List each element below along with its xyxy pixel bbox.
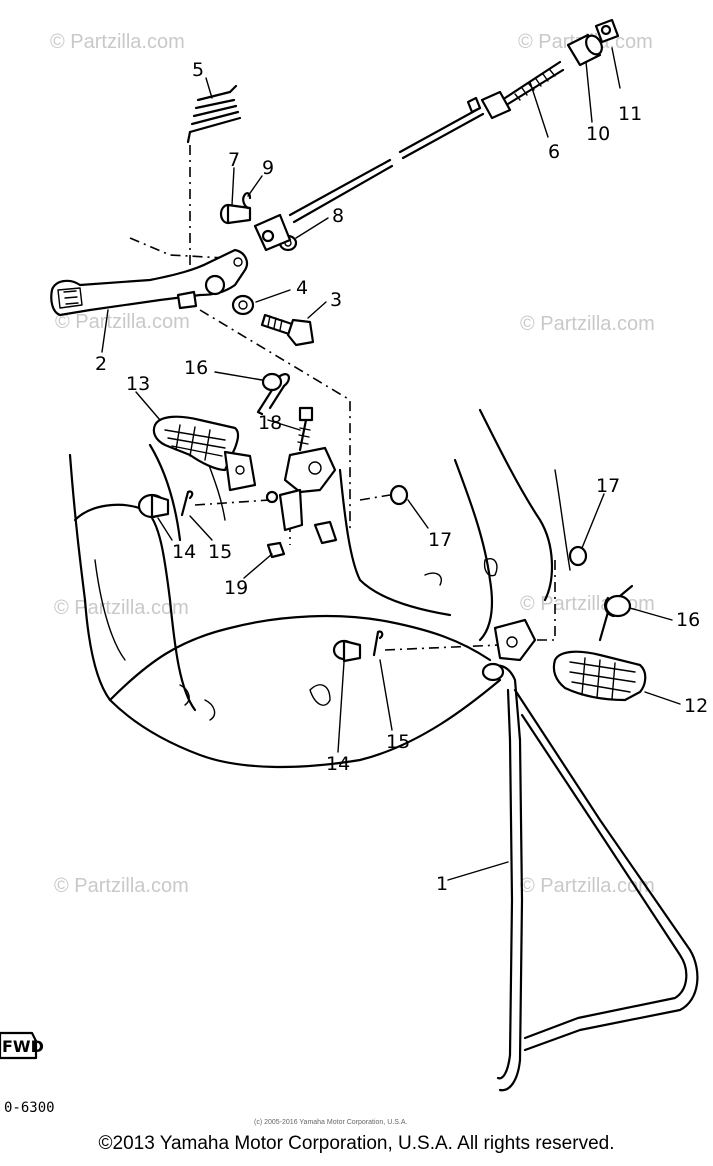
spring-part-16-left[interactable] [256, 372, 290, 416]
footer-copyright: ©2013 Yamaha Motor Corporation, U.S.A. A… [98, 1133, 615, 1154]
callout-19: 19 [224, 577, 248, 599]
small-copyright: (c) 2005-2016 Yamaha Motor Corporation, … [254, 1119, 407, 1126]
cotter-pin-part-15-lower[interactable] [372, 630, 384, 657]
callout-7: 7 [228, 149, 240, 171]
watermark: © Partzilla.com [55, 311, 190, 333]
watermark-group: © Partzilla.com © Partzilla.com © Partzi… [50, 31, 655, 897]
callout-4: 4 [296, 277, 308, 299]
footrest-bracket[interactable] [278, 446, 337, 532]
cotter-pin-part-9[interactable] [242, 192, 252, 210]
watermark: © Partzilla.com [520, 875, 655, 897]
brake-rod-part-6[interactable] [288, 60, 565, 224]
bolt-part-18[interactable] [297, 406, 314, 452]
callout-16-right: 16 [676, 609, 700, 631]
watermark: © Partzilla.com [520, 593, 655, 615]
watermark: © Partzilla.com [54, 597, 189, 619]
adjust-nut-part-10[interactable] [566, 33, 605, 67]
frame-collar[interactable] [313, 520, 338, 545]
callout-17-upper: 17 [428, 529, 452, 551]
callout-9: 9 [262, 157, 274, 179]
clevis[interactable] [253, 213, 292, 252]
return-spring-part-5[interactable] [186, 84, 242, 144]
right-footrest-bracket[interactable] [493, 618, 537, 662]
callout-17-lower: 17 [596, 475, 620, 497]
callout-1: 1 [436, 873, 448, 895]
spring-part-16-right[interactable] [598, 584, 634, 642]
callout-labels: 5 6 7 9 8 10 11 4 3 2 16 13 18 14 15 17 … [95, 59, 708, 895]
callout-14-upper: 14 [172, 541, 196, 563]
collar-part-17-lower[interactable] [568, 545, 588, 567]
callout-2: 2 [95, 353, 107, 375]
callout-3: 3 [330, 289, 342, 311]
joint-part-11[interactable] [594, 18, 620, 44]
pin-part-7[interactable] [219, 203, 252, 225]
watermark: © Partzilla.com [50, 31, 185, 53]
stand-part-1[interactable] [481, 662, 699, 1092]
forward-arrow-icon: FWD [0, 1031, 44, 1060]
callout-14-lower: 14 [326, 753, 350, 775]
diagram-code: 0-6300 [4, 1100, 55, 1116]
callout-10: 10 [586, 123, 610, 145]
callout-12: 12 [684, 695, 708, 717]
callout-18: 18 [258, 412, 282, 434]
collar-part-17-upper[interactable] [389, 484, 409, 506]
pin-part-14-upper[interactable] [137, 493, 170, 519]
brake-pedal-part-2[interactable] [50, 248, 249, 317]
callout-8: 8 [332, 205, 344, 227]
frame-outline [68, 408, 571, 769]
callout-5: 5 [192, 59, 204, 81]
watermark: © Partzilla.com [54, 875, 189, 897]
bolt-part-3[interactable] [260, 313, 315, 347]
washer-part-4[interactable] [231, 294, 255, 316]
callout-15-upper: 15 [208, 541, 232, 563]
callout-6: 6 [548, 141, 560, 163]
callout-13: 13 [126, 373, 150, 395]
callout-16-left: 16 [184, 357, 208, 379]
footrest-part-13[interactable] [152, 415, 257, 492]
washer[interactable] [265, 490, 279, 504]
pin-part-14-lower[interactable] [332, 639, 362, 663]
watermark: © Partzilla.com [520, 313, 655, 335]
callout-lines [101, 47, 681, 881]
callout-11: 11 [618, 103, 642, 125]
cotter-pin-part-15-upper[interactable] [180, 490, 194, 517]
callout-15-lower: 15 [386, 731, 410, 753]
footrest-part-12[interactable] [552, 650, 647, 702]
fwd-label: FWD [2, 1037, 44, 1056]
